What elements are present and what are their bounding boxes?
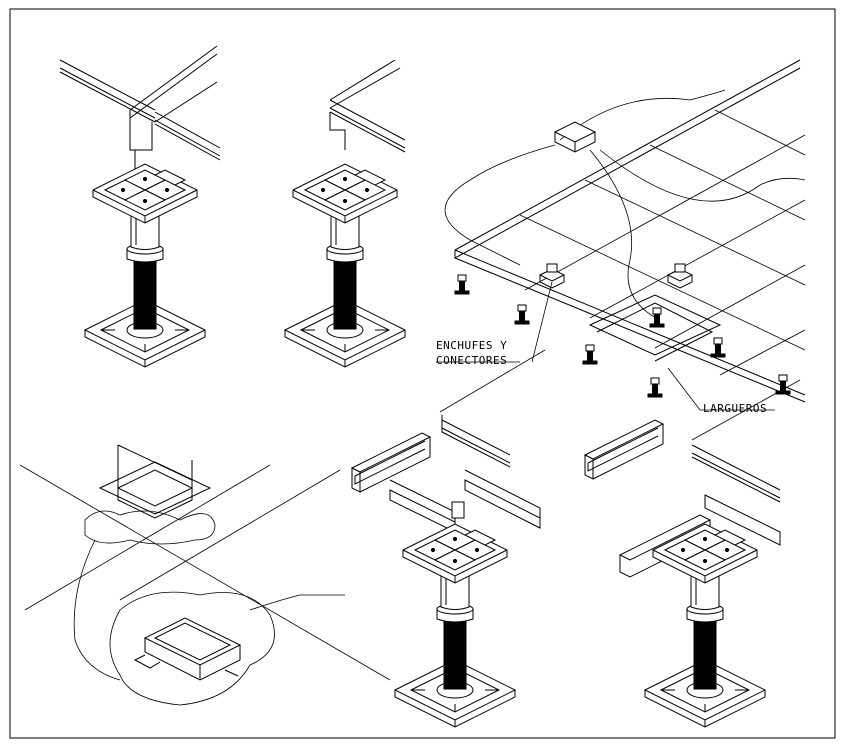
- pedestal-with-stringers: [351, 349, 546, 728]
- pedestal-with-panel-corner: [59, 45, 221, 368]
- enchufes-label-line1: ENCHUFES Y: [436, 339, 507, 352]
- enchufes-label-line2: CONECTORES: [436, 354, 507, 367]
- raised-floor-grid-with-outlets: [436, 59, 806, 411]
- pedestal-with-stringers-and-panel: [584, 379, 801, 728]
- junction-box-detail: [19, 444, 391, 706]
- pedestal-with-panel-edge: [284, 59, 406, 368]
- sheet-border: [9, 8, 836, 739]
- largueros-label: LARGUEROS: [703, 402, 767, 415]
